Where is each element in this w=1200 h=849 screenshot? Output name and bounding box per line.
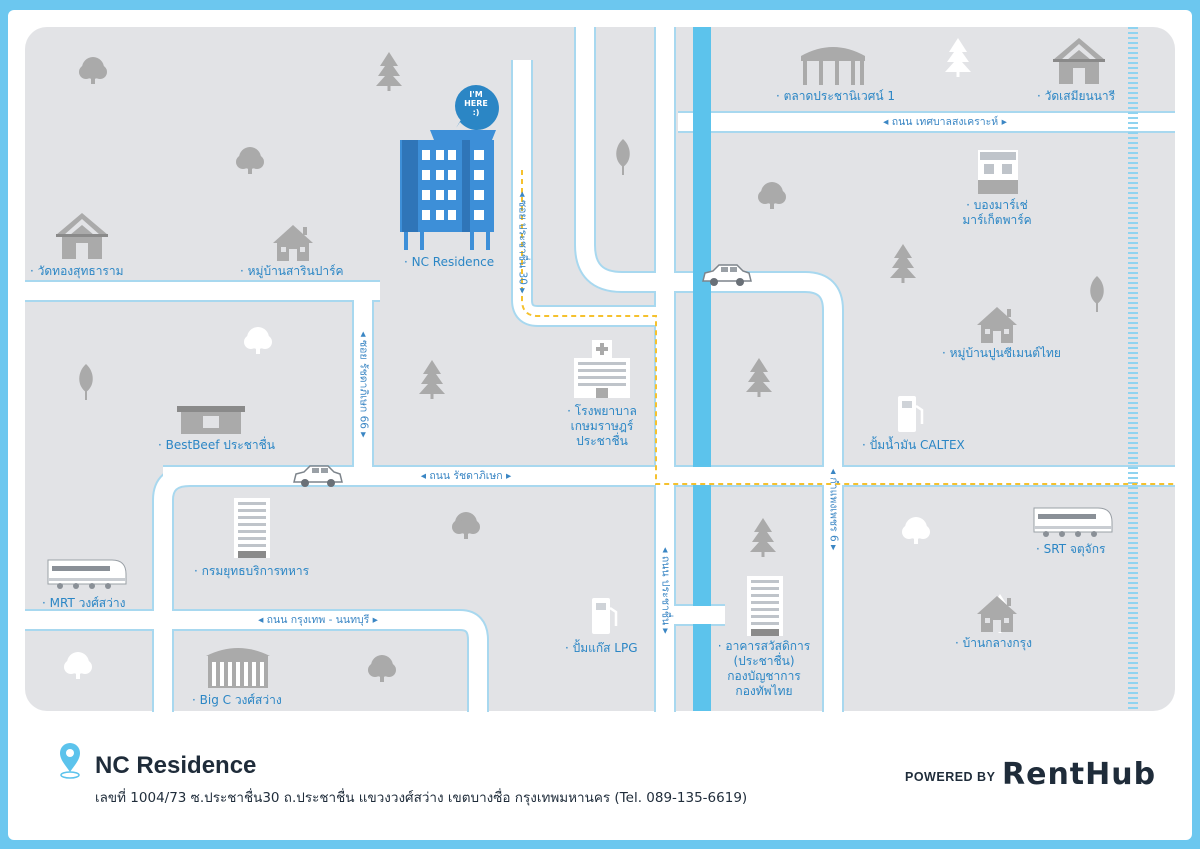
renthub-logo[interactable]: RentHub bbox=[1002, 757, 1157, 792]
powered-by-label: POWERED BY bbox=[905, 770, 996, 784]
place-label-wat-samian[interactable]: · วัดเสมียนนารี bbox=[1037, 89, 1116, 103]
place-label-talad[interactable]: · ตลาดประชานิเวศน์ 1 bbox=[776, 89, 896, 103]
place-label-lpg[interactable]: · ปั้มแก๊ส LPG bbox=[565, 641, 638, 655]
location-pin-icon bbox=[60, 743, 80, 779]
place-label-military[interactable]: · กรมยุทธบริการทหาร bbox=[194, 564, 310, 578]
place-label-srt[interactable]: · SRT จตุจักร bbox=[1036, 542, 1106, 556]
road-label-kamphaeng: ◂ กำแพงเพชร 6 ▸ bbox=[827, 468, 840, 551]
hospital-icon bbox=[574, 340, 630, 398]
nc-residence-building-icon bbox=[400, 130, 496, 250]
place-label-bong-marche[interactable]: · บองมาร์เช่ มาร์เก็ตพาร์ค bbox=[962, 198, 1032, 227]
road-label-thesaban: ◂ ถนน เทศบาลสงเคราะห์ ▸ bbox=[883, 116, 1007, 128]
place-label-mooban-sarin[interactable]: · หมู่บ้านสารินปาร์ค bbox=[240, 264, 344, 278]
shop-building-icon bbox=[978, 150, 1018, 194]
place-label-nc-residence[interactable]: · NC Residence bbox=[404, 255, 495, 269]
footer-title: NC Residence bbox=[95, 752, 257, 779]
road-label-ratchada: ◂ ถนน รัชดาภิเษก ▸ bbox=[420, 470, 512, 482]
road-label-soi-ratchada: ◂ ซอย รัชดาภิเษก 66 ▸ bbox=[357, 331, 370, 438]
restaurant-icon bbox=[177, 406, 245, 434]
market-icon bbox=[801, 47, 865, 85]
place-label-caltex[interactable]: · ปั้มน้ำมัน CALTEX bbox=[862, 438, 965, 452]
place-label-welfare[interactable]: · อาคารสวัสดิการ (ประชาชื่น) กองบัญชาการ… bbox=[717, 639, 811, 698]
place-label-hospital[interactable]: · โรงพยาบาล เกษมราษฎร์ ประชาชื่น bbox=[567, 404, 637, 448]
office-building-icon bbox=[234, 498, 270, 558]
road-label-prachachuen: ◂ ถนน ประชาชื่น ▸ bbox=[659, 547, 672, 634]
office-building-icon bbox=[747, 576, 783, 636]
place-label-bestbeef[interactable]: · BestBeef ประชาชื่น bbox=[158, 438, 275, 452]
place-label-wat-thong[interactable]: · วัดทองสุทธาราม bbox=[30, 264, 124, 278]
im-here-text: I'M HERE :) bbox=[464, 90, 488, 117]
im-here-bubble bbox=[455, 85, 499, 130]
canal bbox=[693, 27, 711, 711]
footer-address: เลขที่ 1004/73 ซ.ประชาชื่น30 ถ.ประชาชื่น… bbox=[95, 790, 748, 806]
road-label-krungthep: ◂ ถนน กรุงเทพ - นนทบุรี ▸ bbox=[258, 614, 378, 626]
road-label-soi-prachachuen: ◂ ซอย ประชาชื่น 30 ▸ bbox=[516, 191, 529, 294]
place-label-mrt[interactable]: · MRT วงศ์สว่าง bbox=[42, 596, 126, 610]
place-label-bigc[interactable]: · Big C วงศ์สว่าง bbox=[192, 693, 282, 707]
mall-icon bbox=[206, 648, 270, 688]
place-label-mooban-poon[interactable]: · หมู่บ้านปูนซีเมนต์ไทย bbox=[942, 346, 1061, 360]
place-label-ban-klang[interactable]: · บ้านกลางกรุง bbox=[955, 636, 1032, 650]
route-line bbox=[521, 170, 1175, 485]
